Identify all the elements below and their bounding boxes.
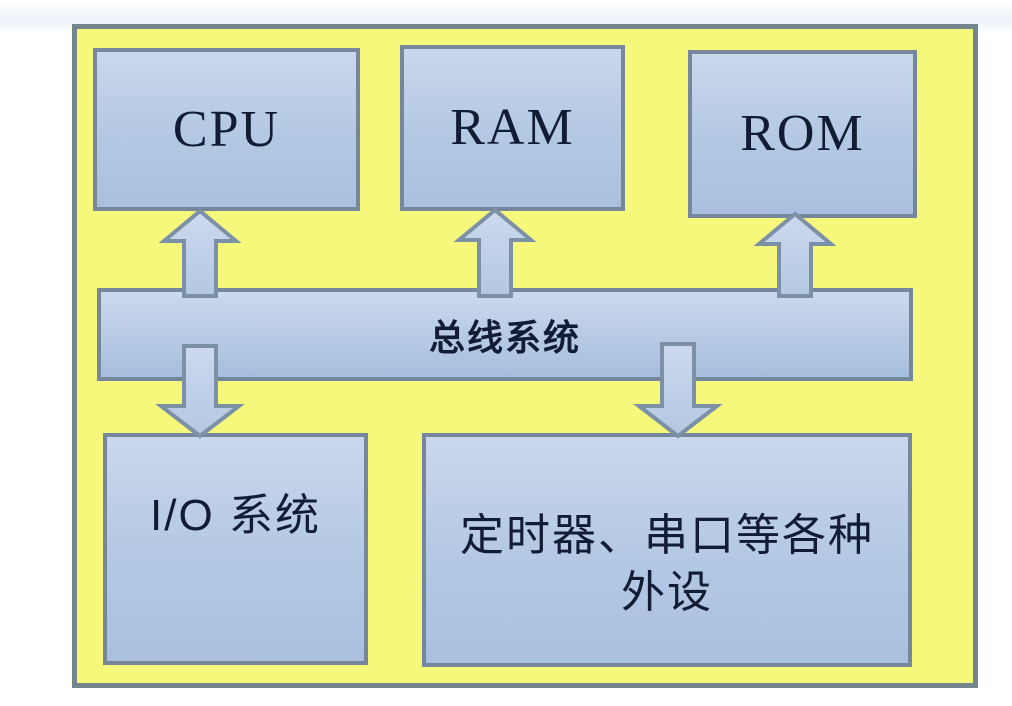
peripherals-label: 定时器、串口等各种 外设 [460,511,874,618]
io-block: I/O 系统 [103,433,368,665]
io-label: I/O 系统 [150,491,321,540]
cpu-label: CPU [172,100,281,158]
rom-block: ROM [688,50,917,218]
bus-label: 总线系统 [428,316,581,358]
ram-label: RAM [450,99,575,156]
rom-label: ROM [740,105,865,162]
bus-block: 总线系统 [97,288,913,381]
ram-block: RAM [400,45,625,211]
cpu-block: CPU [93,48,360,211]
peripherals-block: 定时器、串口等各种 外设 [422,433,912,667]
